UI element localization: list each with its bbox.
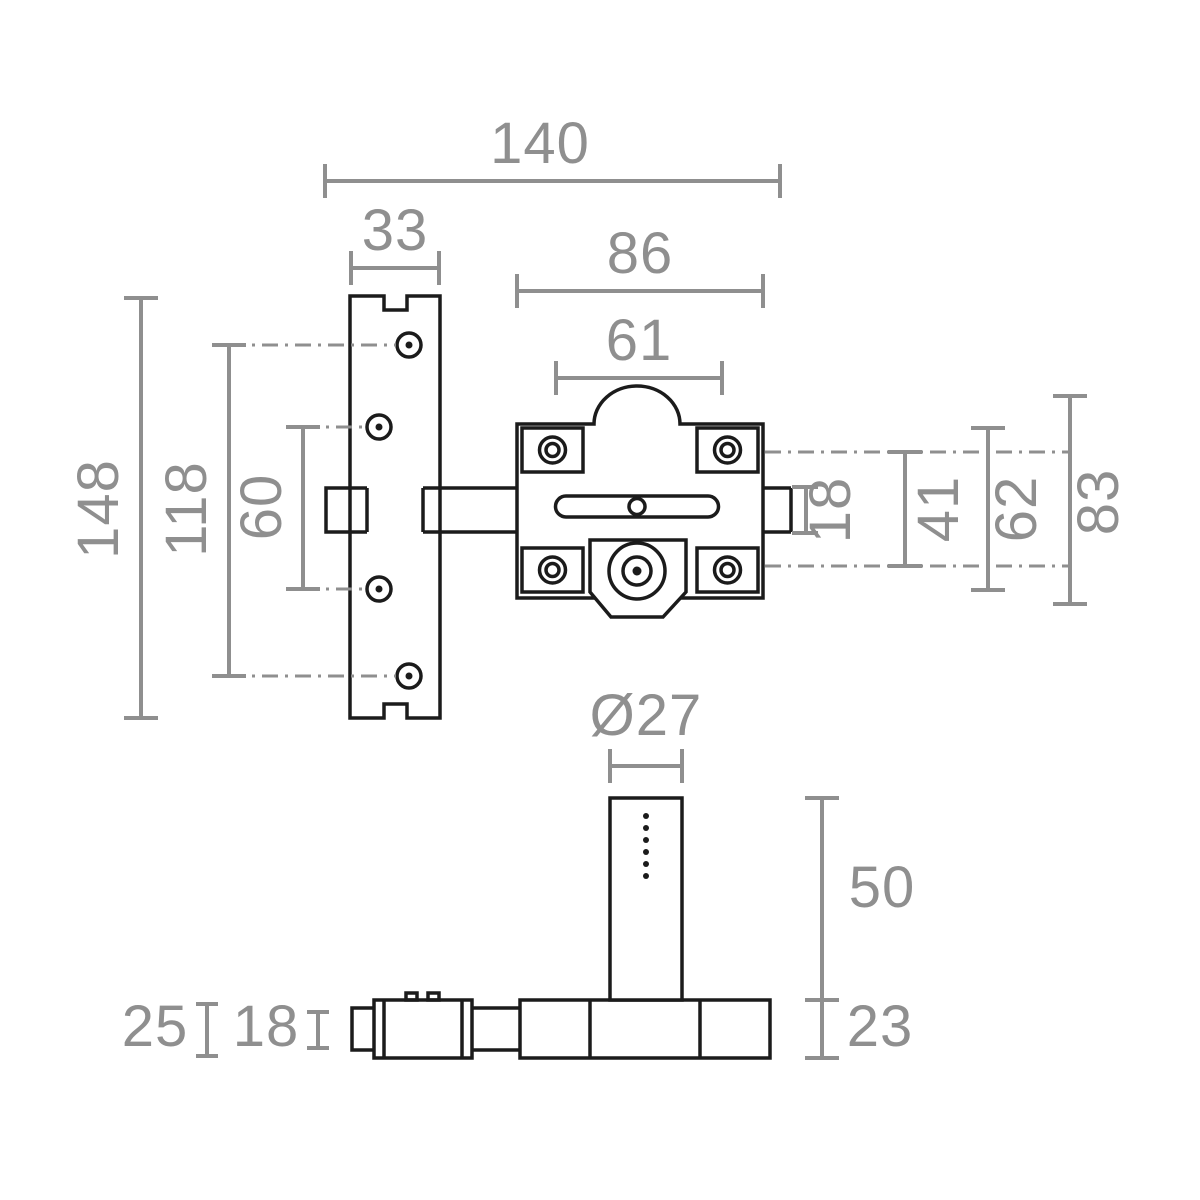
screw-hole-center: [375, 423, 383, 431]
dim-18b-label: 18: [233, 994, 300, 1059]
dim-23-label: 23: [847, 994, 914, 1059]
screw-hole: [395, 662, 423, 690]
cylinder-knurl-dot: [643, 873, 649, 879]
screw-hole-center: [375, 585, 383, 593]
tab-screw: [712, 435, 743, 465]
screw-hole: [365, 413, 393, 441]
cylinder-outer-ring: [607, 541, 667, 601]
lock-body-outline: [515, 384, 765, 600]
cylinder-keyhole-dot: [632, 566, 642, 576]
cylinder-knurl-dot: [643, 813, 649, 819]
tab-screw-inner: [544, 561, 561, 579]
mount-tab-top-right: [695, 426, 760, 474]
keeper-front-tab: [426, 991, 441, 1002]
dim-86-label: 86: [607, 221, 674, 286]
base-outline: [518, 998, 772, 1060]
keeper-front-bolt-tip: [350, 1006, 374, 1052]
body-slot: [553, 494, 721, 519]
pivot-hole: [627, 496, 647, 517]
cylinder-inner-ring: [621, 555, 653, 587]
screw-hole: [395, 331, 423, 359]
dim-61-label: 61: [606, 308, 673, 373]
tab-screw-inner: [719, 441, 736, 459]
cylinder-knurl-dot: [643, 849, 649, 855]
screw-hole-center: [405, 341, 413, 349]
dim-140-label: 140: [490, 111, 590, 176]
dim-148-label: 148: [66, 459, 131, 559]
tab-screw-inner: [544, 441, 561, 459]
mount-tab-top-left: [520, 426, 585, 474]
dim-25-label: 25: [122, 994, 189, 1059]
mount-tab-bottom-left: [520, 546, 585, 594]
dim-118-label: 118: [154, 461, 219, 556]
tab-screw-inner: [719, 561, 736, 579]
cylinder-front-outline: [608, 796, 684, 1002]
keeper-front-outline: [372, 998, 474, 1060]
dim-41-label: 41: [906, 476, 971, 543]
keeper-plate-outline: [348, 294, 442, 720]
dim-60-label: 60: [229, 474, 294, 541]
cylinder-guard-outline: [588, 538, 688, 619]
dim-62-label: 62: [984, 476, 1049, 543]
dim-d27-label: Ø27: [590, 683, 703, 748]
dimensions: 140 33 86 61 148 118 60 1: [66, 111, 1131, 1060]
front-view-geometry: [350, 796, 772, 1060]
screw-hole-center: [405, 672, 413, 680]
dim-83-label: 83: [1066, 469, 1131, 536]
cylinder-knurl-dot: [643, 837, 649, 843]
tab-screw: [712, 555, 743, 585]
dim-33-label: 33: [362, 198, 429, 263]
dim-18-label: 18: [798, 477, 863, 544]
tab-screw: [537, 435, 568, 465]
dim-50-label: 50: [849, 855, 916, 920]
screw-hole: [365, 575, 393, 603]
tab-screw: [537, 555, 568, 585]
cylinder-knurl-dot: [643, 825, 649, 831]
bolt-left-tip: [324, 486, 350, 534]
keeper-front-tab: [404, 991, 419, 1002]
cylinder-knurl-dot: [643, 861, 649, 867]
top-view-geometry: [324, 294, 793, 720]
mount-tab-bottom-right: [695, 546, 760, 594]
